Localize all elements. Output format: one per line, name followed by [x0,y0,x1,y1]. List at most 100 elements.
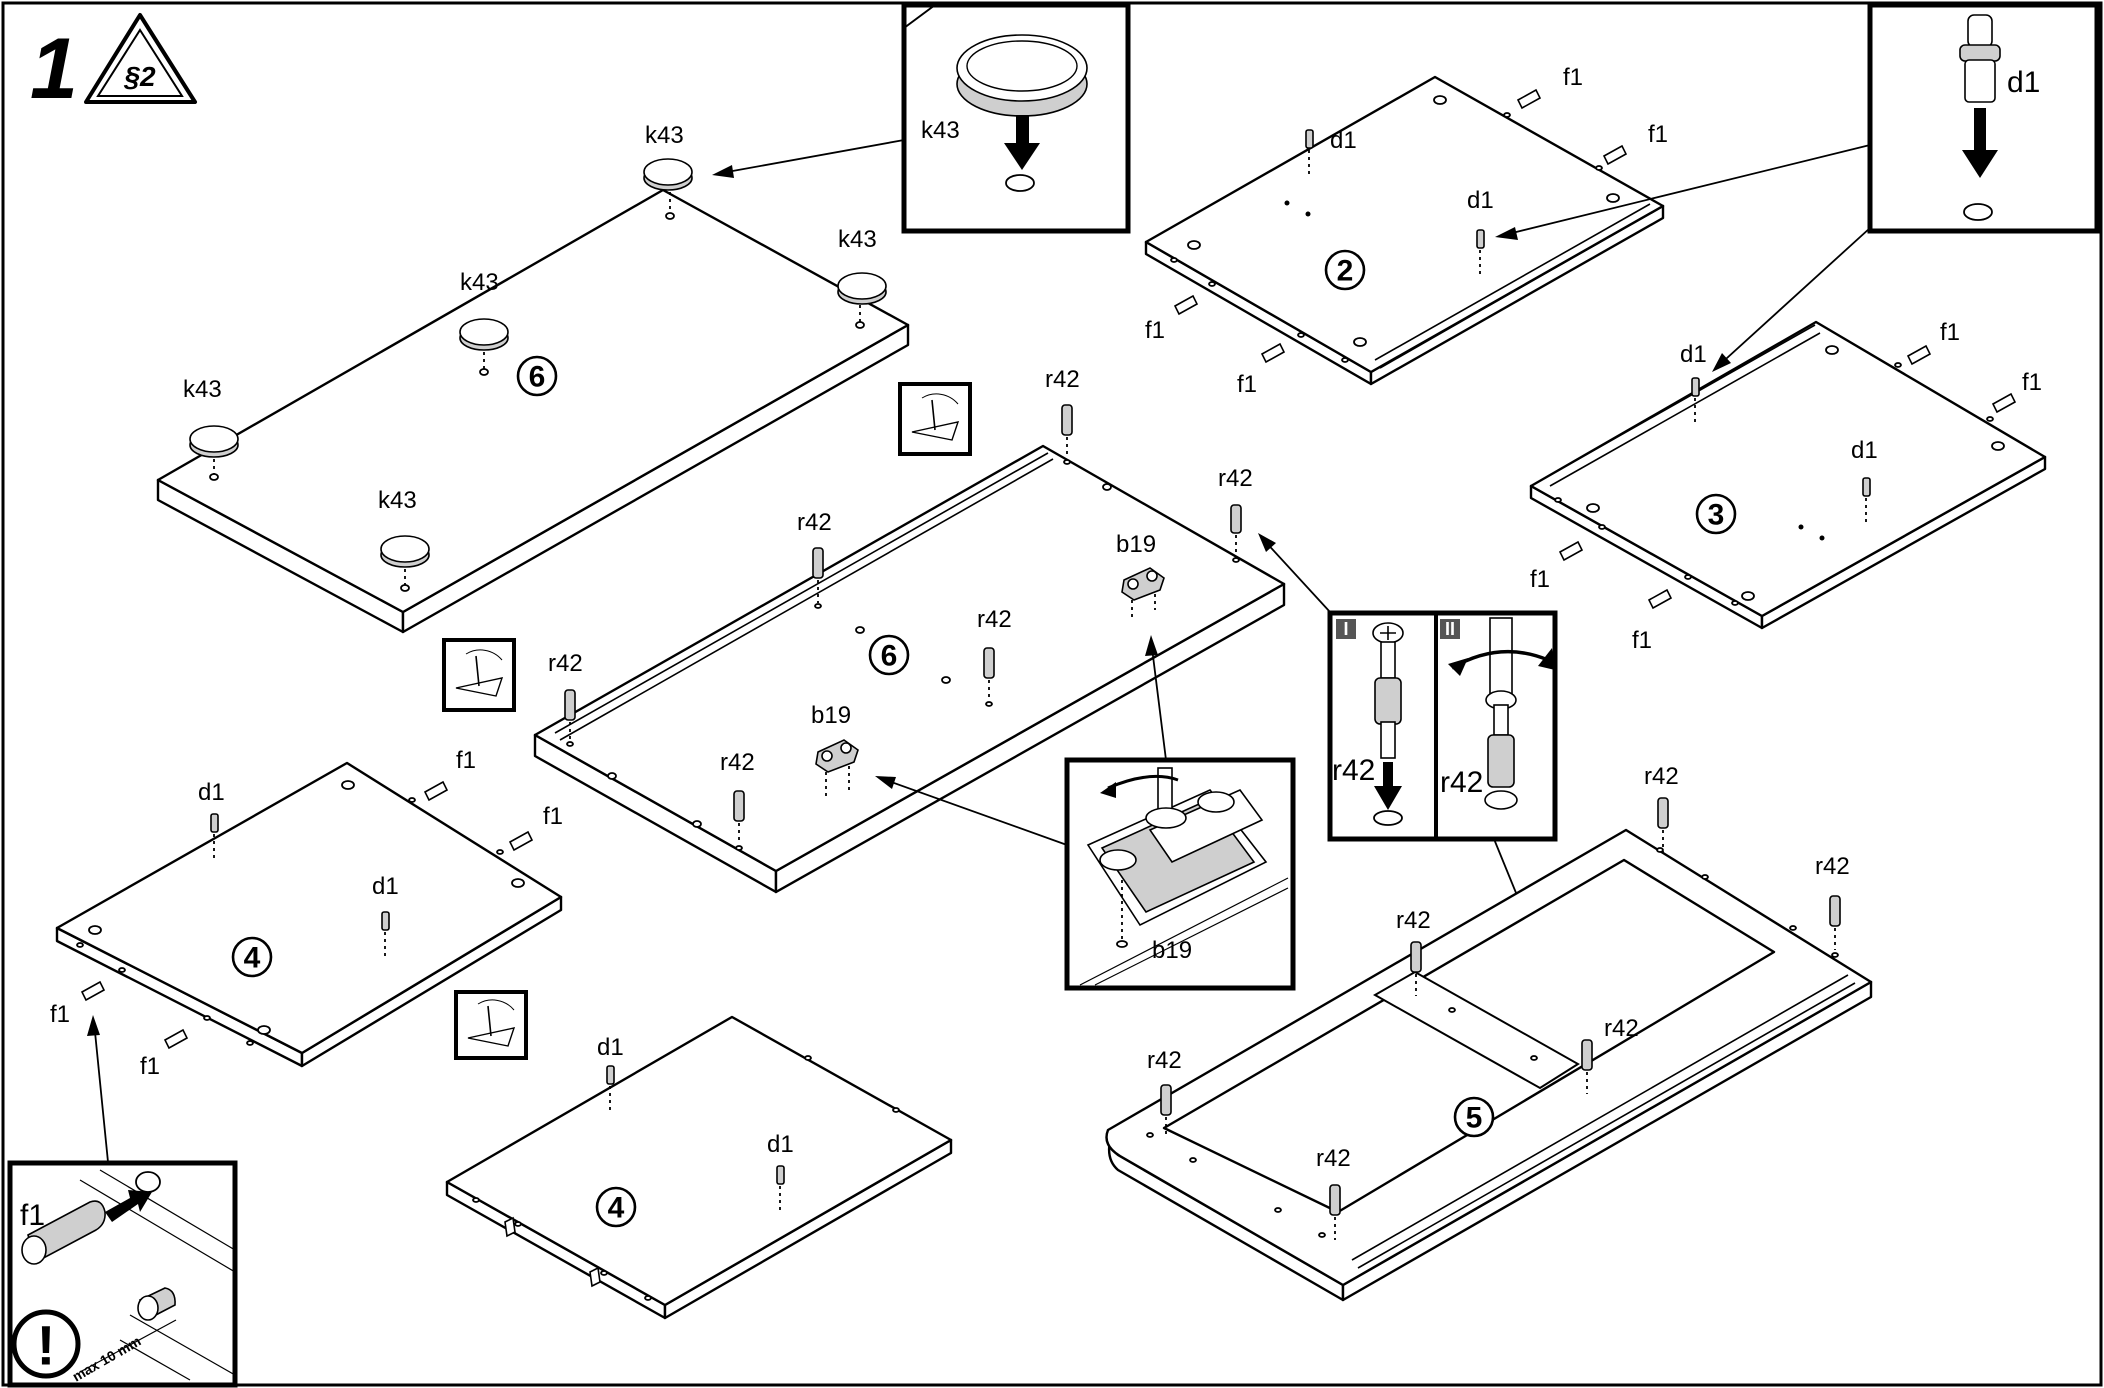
label-r42: r42 [1440,766,1483,799]
foot-k43-mid: k43 [459,269,509,376]
label-f1: f1 [456,747,476,774]
step-roman-ii: II [1445,619,1455,639]
label-r42: r42 [1045,366,1080,393]
label-d1: d1 [1680,341,1707,368]
cam-bolt-r42: r42 [977,606,1012,707]
dowel-f1: f1 [1145,294,1199,344]
label-f1: f1 [1632,627,1652,654]
frame-5 [1105,828,1873,1302]
label-r42: r42 [1815,853,1850,880]
panel-number: 2 [1337,255,1354,288]
panel-number: 4 [608,1192,625,1225]
warning-symbol: ! [37,1314,56,1377]
foot-k43-right: k43 [837,226,887,329]
detail-inset-pin: d1 [1495,2,2100,372]
bottom-lower-panel-4 [445,1015,953,1320]
dowel-f1: f1 [1530,540,1584,593]
foot-k43-bottom: k43 [378,487,430,592]
pin-d1: d1 [1851,437,1878,524]
middle-panel-6 [533,444,1286,894]
label-r42: r42 [720,749,755,776]
dowel-f1: f1 [140,1028,189,1080]
dowel-f1: f1 [508,803,563,852]
dowel-f1: f1 [1632,588,1673,654]
foot-k43-left: k43 [183,376,239,481]
left-lower-panel-4 [55,761,563,1068]
cam-bolt-r42: r42 [1581,1015,1639,1094]
label-d1: d1 [1467,187,1494,214]
dowel-f1: f1 [1991,369,2042,414]
label-k43: k43 [921,117,960,144]
panel-number: 4 [244,942,261,975]
detail-inset-dowel: f1 max 10 mm ! [7,1015,238,1388]
angle-90-icon [442,638,516,712]
label-r42: r42 [797,509,832,536]
label-b19: b19 [811,702,851,729]
dowel-f1: f1 [1602,121,1668,166]
label-r42: r42 [1396,907,1431,934]
dowel-f1: f1 [1906,319,1960,366]
dowel-f1: f1 [1516,64,1583,110]
panel-number-badge: 2 [1324,249,1366,291]
panel-number-badge: 4 [231,936,273,978]
label-f1: f1 [1940,319,1960,346]
label-b19: b19 [1152,937,1192,964]
right-middle-panel-3 [1529,320,2047,630]
pin-d1: d1 [597,1034,624,1114]
cam-bolt-r42: r42 [1396,907,1431,996]
label-b19: b19 [1116,531,1156,558]
hinge-plate-b19: b19 [811,702,859,800]
pin-d1: d1 [372,873,399,958]
step-roman-i: I [1343,619,1348,639]
panel-number-badge: 5 [1453,1096,1495,1138]
label-r42: r42 [1604,1015,1639,1042]
pin-d1: d1 [1305,127,1357,176]
panel-number: 6 [881,640,898,673]
pin-d1: d1 [198,779,225,860]
label-f1: f1 [2022,369,2042,396]
label-d1: d1 [372,873,399,900]
dowel-f1: f1 [1237,342,1286,398]
cam-bolt-r42: r42 [548,650,583,747]
label-f1: f1 [1563,64,1583,91]
cam-bolt-r42: r42 [797,509,832,609]
dowel-f1: f1 [50,980,106,1028]
label-f1: f1 [1648,121,1668,148]
detail-inset-hinge: b19 [875,635,1296,991]
cam-bolt-r42: r42 [1147,1047,1182,1137]
step-number: 1 [30,21,78,117]
step-badge: §2 [123,61,156,92]
label-r42: r42 [1147,1047,1182,1074]
cam-bolt-r42: r42 [1815,853,1850,950]
cam-bolt-r42: r42 [1644,763,1679,852]
cam-bolt-r42: r42 [1316,1145,1351,1240]
label-f1: f1 [50,1001,70,1028]
panel-number: 3 [1708,499,1725,532]
label-d1: d1 [1330,127,1357,154]
label-r42: r42 [1218,465,1253,492]
hinge-plate-b19: b19 [1116,531,1165,620]
panel-number: 5 [1466,1102,1483,1135]
label-f1: f1 [1145,317,1165,344]
panel-number-badge: 4 [595,1186,637,1228]
panel-number-badge: 6 [516,355,558,397]
warning-icon: ! [11,1309,81,1379]
cam-bolt-r42: r42 [720,749,755,851]
right-upper-panel-2 [1144,75,1665,386]
pin-d1: d1 [1467,187,1494,275]
label-f1: f1 [140,1053,160,1080]
cam-bolt-r42: r42 [1045,366,1080,465]
label-r42: r42 [1316,1145,1351,1172]
pin-d1: d1 [1680,341,1707,424]
label-r42: r42 [1644,763,1679,790]
label-r42: r42 [548,650,583,677]
label-k43: k43 [460,269,499,296]
angle-90-icon [898,382,972,456]
label-d1: d1 [2007,66,2040,99]
label-r42: r42 [977,606,1012,633]
safety-triangle-icon: §2 [84,13,197,104]
panel-number: 6 [529,361,546,394]
label-f1: f1 [1237,371,1257,398]
